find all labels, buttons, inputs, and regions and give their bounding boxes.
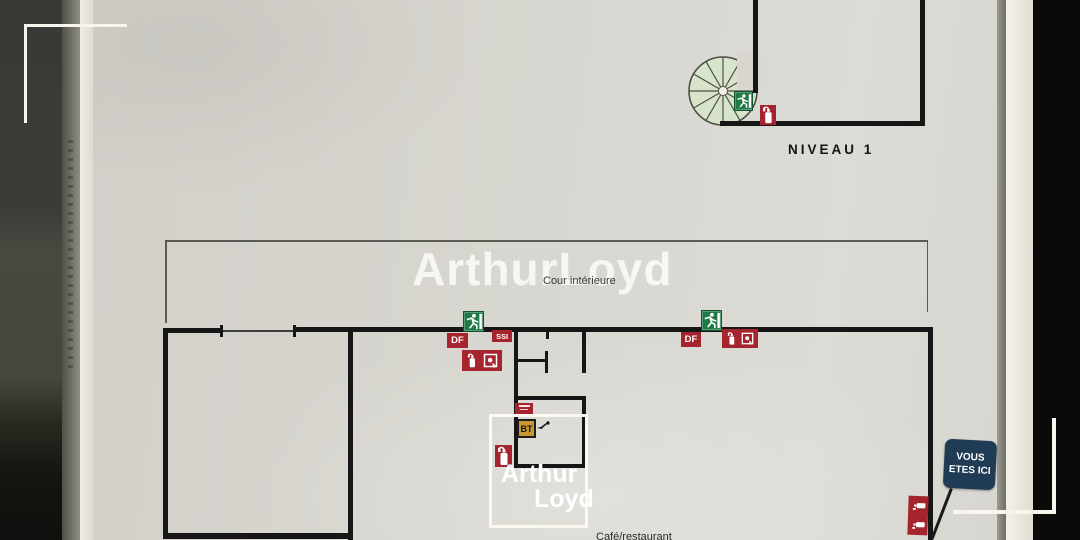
fire-extinguisher-icon <box>912 503 925 511</box>
level-label: NIVEAU 1 <box>788 142 875 157</box>
you-are-here-badge: VOUS ETES ICI <box>942 438 998 491</box>
ssi-label: SSI <box>492 330 512 342</box>
arthur-loyd-logo-top: Arthur <box>501 460 578 488</box>
upper-plan-niveau-1: NIVEAU 1 <box>0 0 1080 200</box>
alarm-call-point-icon <box>741 332 754 345</box>
extinguisher-and-alarm-call-point-sign <box>462 350 502 371</box>
photo-left-dark-edge <box>0 0 62 540</box>
arthur-loyd-logo-frame <box>489 414 588 528</box>
fire-extinguisher-icon <box>911 521 925 529</box>
fire-extinguisher-signs-on-wall <box>907 495 929 536</box>
fire-extinguisher-icon <box>495 445 512 467</box>
fire-extinguisher-icon <box>760 105 776 125</box>
arthur-loyd-watermark: ArthurLoyd <box>412 243 673 295</box>
door-jamb-right <box>293 325 296 337</box>
plan-border-top <box>165 240 928 242</box>
df-fire-damper-label: DF <box>681 332 701 347</box>
upper-wall-left <box>753 0 758 93</box>
interior-wall-1 <box>514 331 518 397</box>
alarm-call-point-icon <box>483 353 497 368</box>
exit-running-man-icon <box>701 310 722 331</box>
plan-panel <box>93 0 997 540</box>
interior-door-cap <box>545 351 548 373</box>
left-wall <box>163 328 168 536</box>
plan-border-right <box>926 240 928 312</box>
frame-bracket-top-left-v <box>24 24 27 123</box>
photo-right-lit-edge <box>1006 0 1033 540</box>
interior-wall-tick <box>546 331 549 339</box>
frame-bracket-top-left-h <box>25 24 127 27</box>
bottom-wall <box>163 533 353 539</box>
right-wall <box>928 327 933 540</box>
cropped-room-label: Café/restaurant <box>596 531 672 540</box>
upper-wall-right <box>920 0 925 126</box>
courtyard-label: Cour intérieure <box>543 275 616 287</box>
top-wall-seg-left <box>163 328 222 333</box>
bt-low-voltage-sign: BT <box>517 419 536 438</box>
door-jamb-left <box>220 325 223 337</box>
you-are-here-pointer-line <box>930 488 953 540</box>
extinguisher-and-alarm-call-point-sign <box>722 329 758 348</box>
exit-running-man-icon <box>463 311 484 332</box>
photo-right-seam <box>997 0 1006 540</box>
plan-border-left <box>165 240 167 323</box>
exit-running-man-icon <box>734 91 753 111</box>
you-are-here-line2: ETES ICI <box>948 463 991 477</box>
fire-extinguisher-icon <box>468 353 476 368</box>
frame-bracket-bottom-right-h <box>953 510 1056 514</box>
fire-extinguisher-icon <box>727 332 735 345</box>
top-wall-seg-right <box>295 327 931 332</box>
df-fire-damper-label: DF <box>447 333 468 348</box>
technical-room-walls <box>514 396 586 468</box>
photo-left-lit-edge <box>80 0 93 540</box>
low-voltage-arrow-icon <box>537 421 550 429</box>
small-red-label <box>515 403 533 414</box>
interior-door-stub <box>514 359 548 362</box>
photo-right-dark-edge <box>1033 0 1080 540</box>
upper-wall-bottom <box>720 121 925 126</box>
door-leaf-line <box>222 330 294 332</box>
edge-markings <box>68 140 73 370</box>
arthur-loyd-logo-bottom: Loyd <box>534 485 594 513</box>
middle-partition-wall <box>348 330 353 540</box>
frame-bracket-bottom-right-v <box>1052 418 1056 514</box>
main-plan: ArthurLoyd Cour intérieure DF <box>0 200 1080 540</box>
interior-wall-2 <box>582 331 586 373</box>
